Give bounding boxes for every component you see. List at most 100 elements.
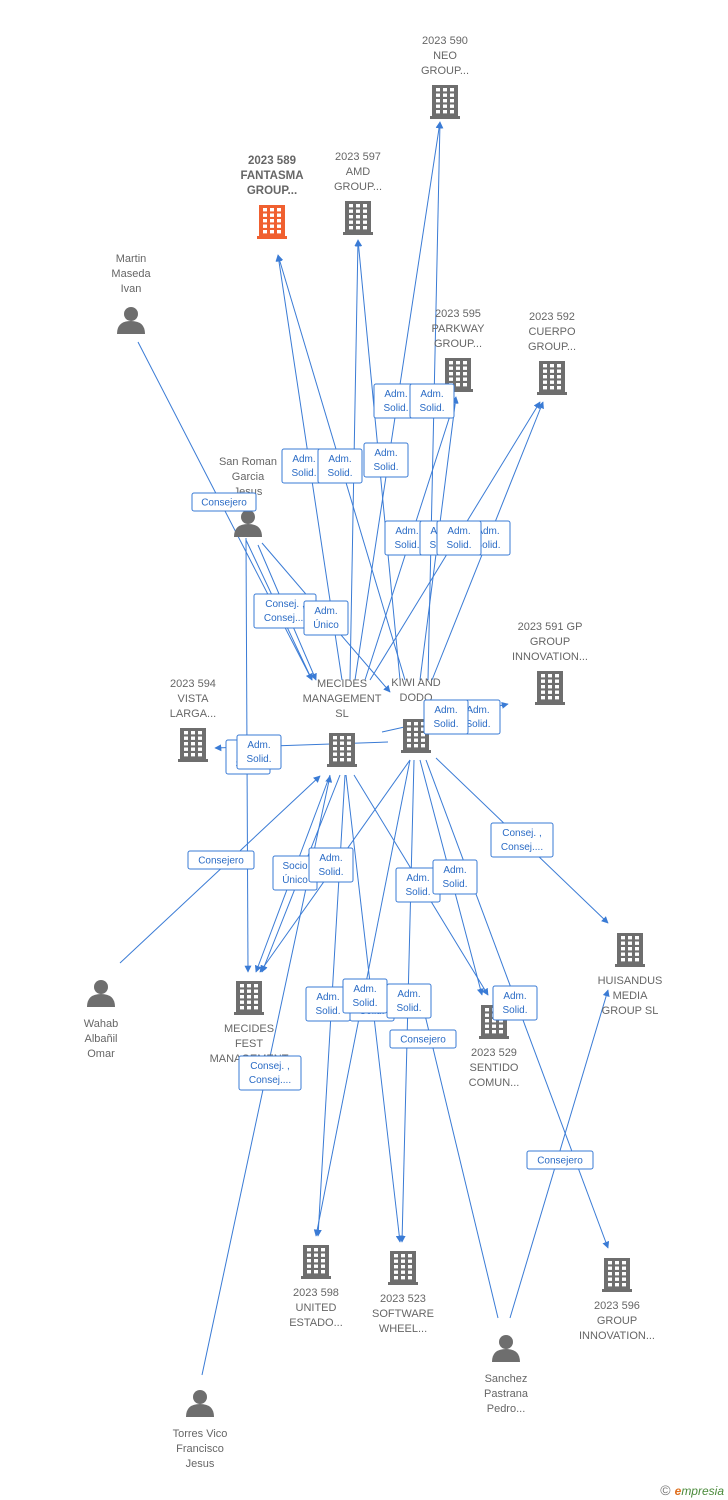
relation-label-text: Consej. ,Consej....	[501, 828, 543, 853]
relation-label-box	[423, 699, 469, 735]
relation-label-text: Adm.Solid.	[315, 992, 340, 1017]
relation-label-el17[interactable]: Consej. ,Consej....	[490, 822, 554, 858]
building-icon	[301, 1245, 331, 1279]
edge-labels-layer: Adm.Solid.Adm.Solid.Adm.Solid.Adm.Solid.…	[187, 383, 594, 1170]
relation-label-el6[interactable]: Consejero	[191, 492, 257, 512]
relation-label-el1[interactable]: Adm.Solid.	[373, 383, 419, 419]
relation-label-box	[492, 985, 538, 1021]
relation-label-box	[236, 734, 282, 770]
building-icon	[388, 1251, 418, 1285]
relation-label-el20[interactable]: Adm.Solid.	[308, 847, 354, 883]
relation-label-box	[238, 1055, 302, 1091]
relation-label-el18[interactable]: Consejero	[187, 850, 255, 870]
relation-label-el4[interactable]: Adm.Solid.	[317, 448, 363, 484]
relation-label-el28[interactable]: Adm.Solid.	[492, 985, 538, 1021]
relation-label-box	[386, 983, 432, 1019]
relation-label-text: Adm.Solid.	[327, 454, 352, 479]
relation-label-box	[187, 850, 255, 870]
relation-label-text: Consej. ,Consej....	[249, 1061, 291, 1086]
brand-logo: empresia	[675, 1484, 724, 1498]
relation-label-box	[409, 383, 455, 419]
relation-label-box	[363, 442, 409, 478]
brand-logo-text: mpresia	[681, 1484, 724, 1498]
relation-label-el14[interactable]: Adm.Solid.	[423, 699, 469, 735]
relation-label-el30[interactable]: Consejero	[526, 1150, 594, 1170]
building-icon	[602, 1258, 632, 1292]
relation-label-el2[interactable]: Adm.Solid.	[409, 383, 455, 419]
relation-label-el22[interactable]: Adm.Solid.	[432, 859, 478, 895]
relation-label-box	[308, 847, 354, 883]
relation-label-box	[436, 520, 482, 556]
person-icon	[186, 1390, 214, 1417]
relation-label-text: Adm.Único	[313, 606, 339, 631]
building-icon	[178, 728, 208, 762]
building-icon	[615, 933, 645, 967]
relation-label-text: Consejero	[400, 1035, 446, 1046]
relation-label-text: Adm.Solid.	[394, 526, 419, 551]
person-icon	[87, 980, 115, 1007]
building-icon	[343, 201, 373, 235]
relation-label-text: Adm.Solid.	[396, 989, 421, 1014]
person-icon	[234, 510, 262, 537]
relation-label-el5[interactable]: Adm.Solid.	[363, 442, 409, 478]
relation-label-el16[interactable]: Adm.Solid.	[236, 734, 282, 770]
relation-label-text: Adm.Solid.	[352, 984, 377, 1009]
relation-label-text: Consej. ,Consej....	[264, 599, 306, 624]
person-icon	[492, 1335, 520, 1362]
relation-label-text: Adm.Solid.	[318, 853, 343, 878]
relation-label-el10[interactable]: Adm.Solid.	[436, 520, 482, 556]
building-icon	[537, 361, 567, 395]
relation-label-el29[interactable]: Consejero	[389, 1029, 457, 1049]
building-icon	[234, 981, 264, 1015]
relation-label-box	[490, 822, 554, 858]
building-icon	[430, 85, 460, 119]
relation-label-text: Adm.Solid.	[373, 448, 398, 473]
relation-label-el23[interactable]: Consej. ,Consej....	[238, 1055, 302, 1091]
building-icon	[535, 671, 565, 705]
relation-label-text: Adm.Solid.	[433, 705, 458, 730]
brand-footer: © empresia	[660, 1482, 724, 1498]
relation-label-el26[interactable]: Adm.Solid.	[342, 978, 388, 1014]
relation-label-text: Consejero	[537, 1156, 583, 1167]
relation-label-el12[interactable]: Adm.Único	[303, 600, 349, 636]
relation-label-text: Adm.Solid.	[419, 389, 444, 414]
relation-label-el27[interactable]: Adm.Solid.	[386, 983, 432, 1019]
relation-label-text: Consejero	[198, 856, 244, 867]
copyright-symbol: ©	[660, 1482, 671, 1498]
